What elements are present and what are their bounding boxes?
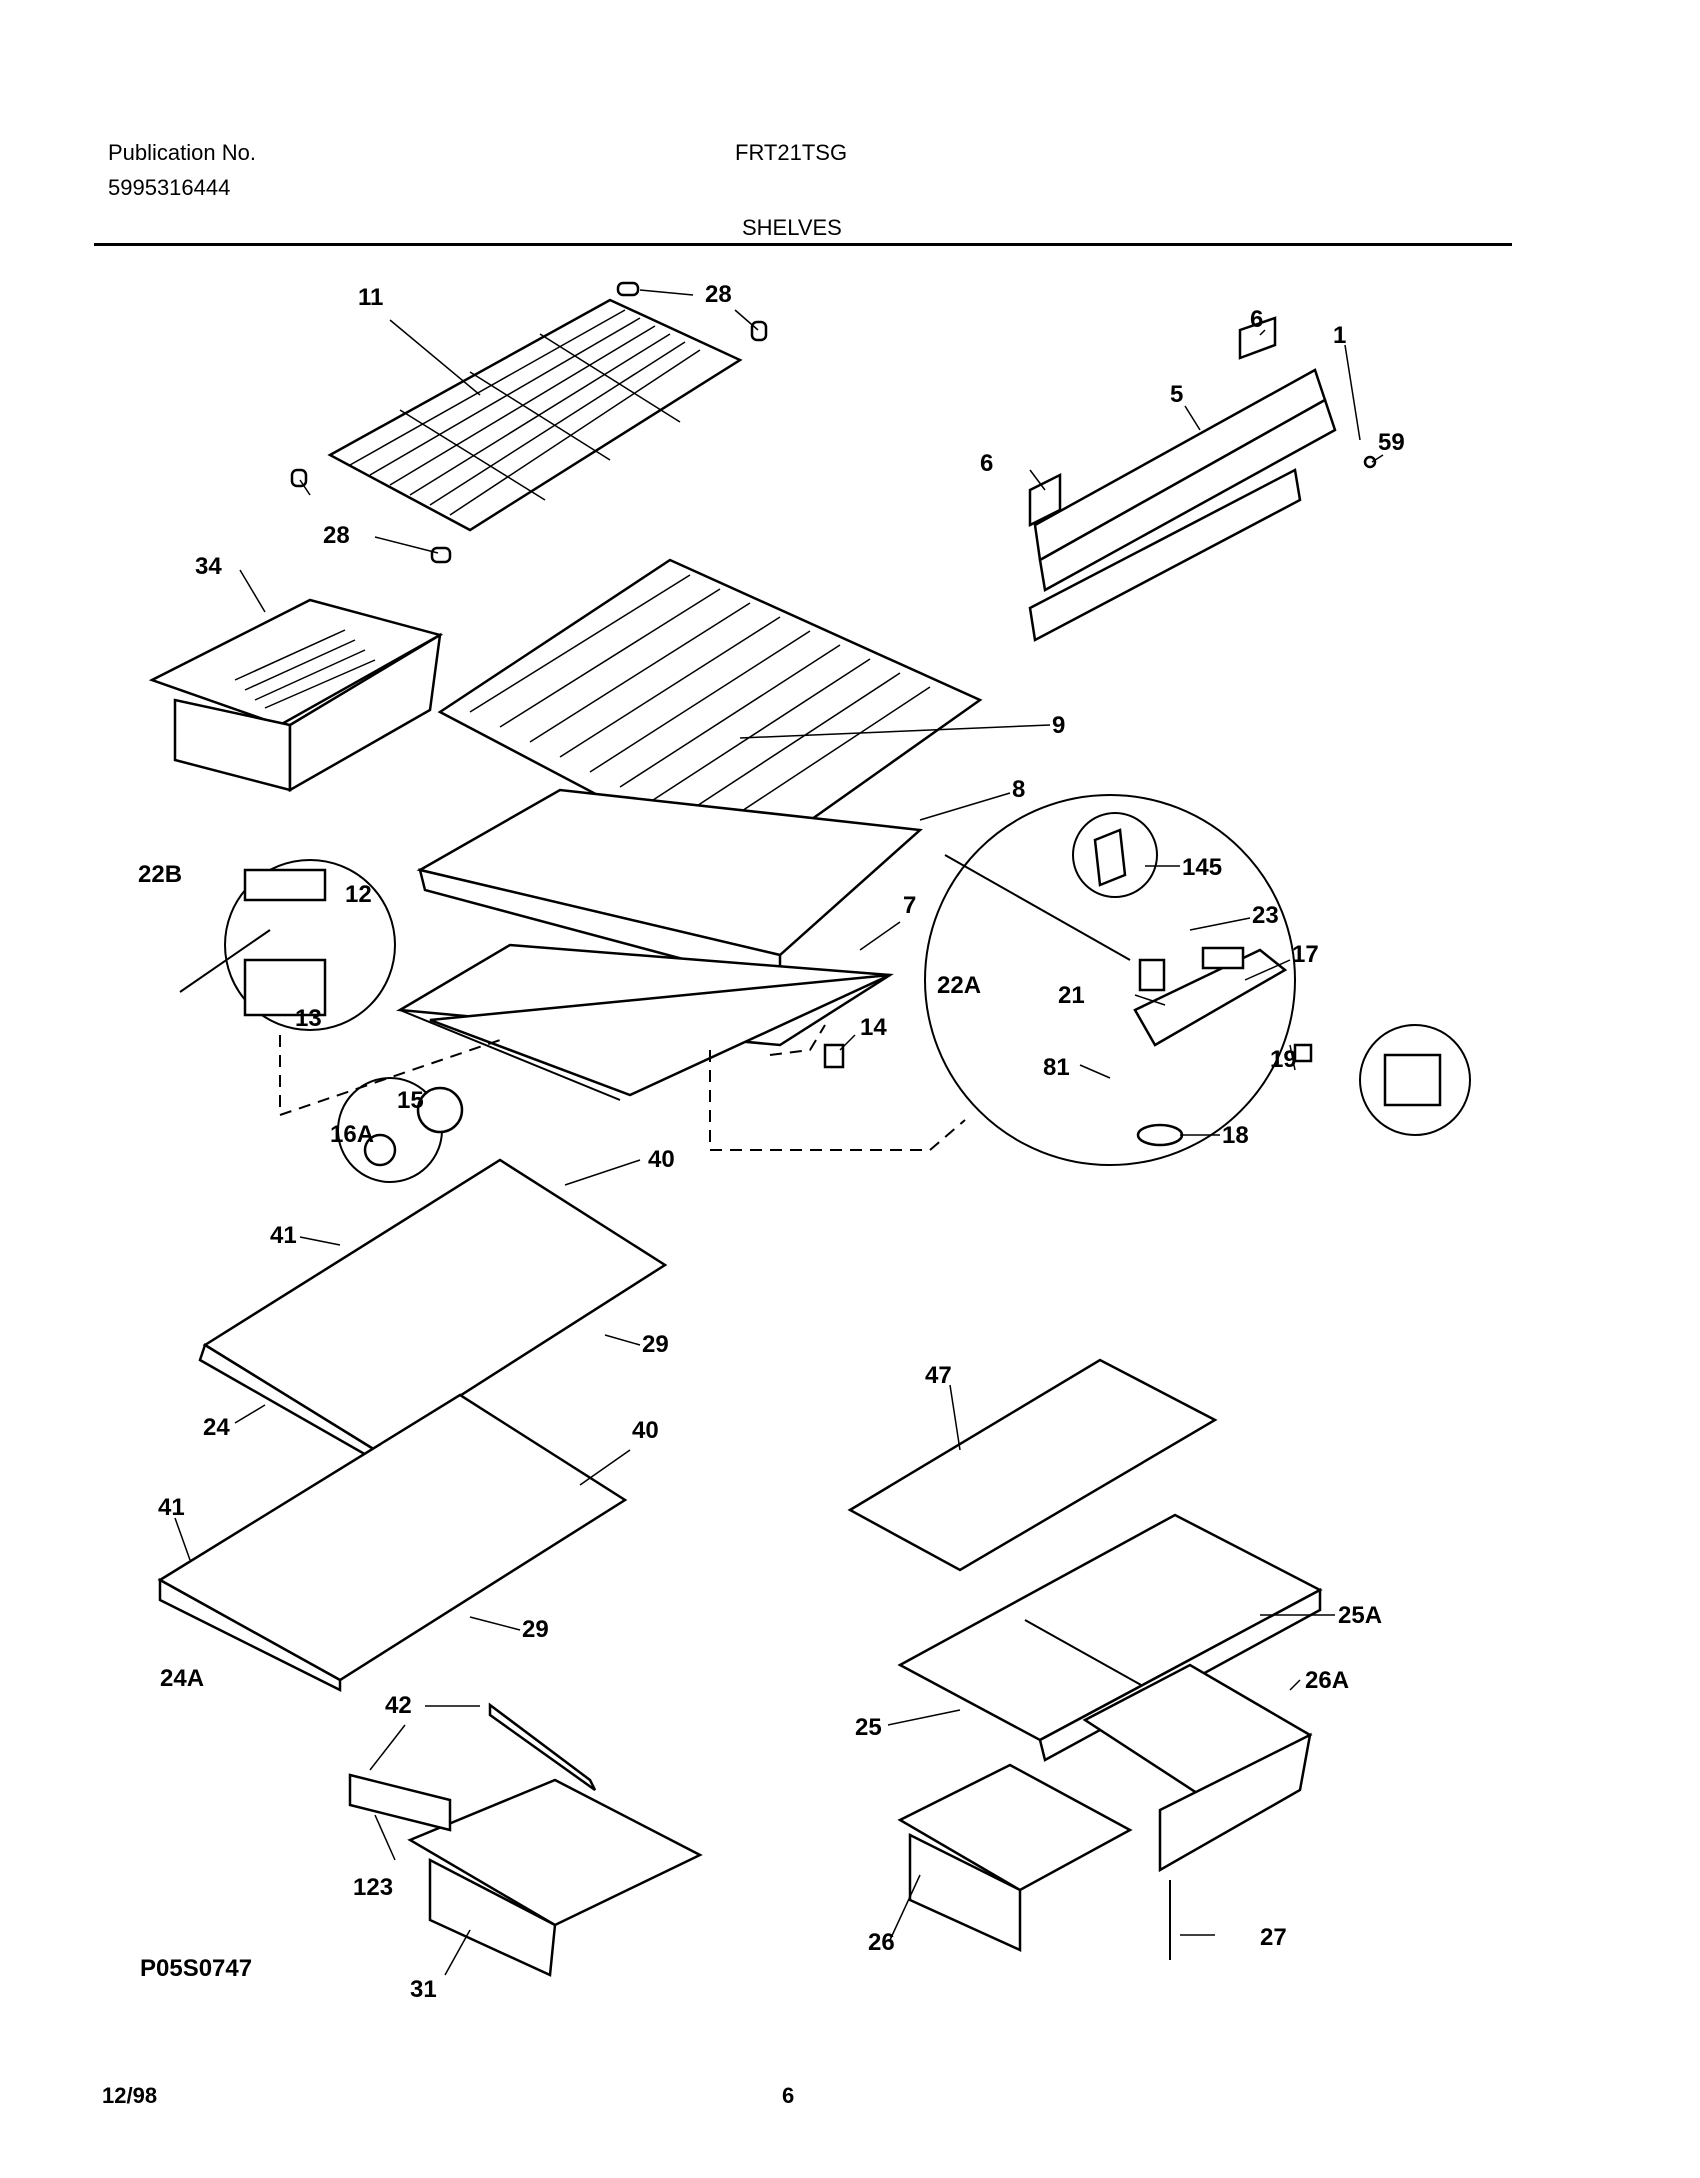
callout-7: 7 bbox=[903, 892, 916, 919]
callout-25: 25 bbox=[855, 1714, 882, 1741]
crisper-bin-part-34 bbox=[148, 598, 444, 793]
base-plate-part-7 bbox=[396, 943, 894, 1101]
callout-27: 27 bbox=[1260, 1924, 1287, 1951]
shelf-end-caps-part-28 bbox=[290, 281, 768, 564]
callout-40: 40 bbox=[648, 1146, 675, 1173]
leader-lines bbox=[174, 289, 1384, 1976]
connection-dashes bbox=[279, 1024, 966, 1151]
glass-insert-part-47 bbox=[847, 1358, 1218, 1572]
callout-13: 13 bbox=[295, 1005, 322, 1032]
glass-shelf-lower bbox=[157, 1393, 628, 1693]
callout-40: 40 bbox=[632, 1417, 659, 1444]
page-number: 6 bbox=[782, 2083, 795, 2108]
callout-31: 31 bbox=[410, 1976, 437, 2003]
glass-shelf-upper bbox=[198, 1158, 668, 1463]
header-rule bbox=[94, 243, 1512, 246]
callout-8: 8 bbox=[1012, 776, 1025, 803]
callout-24A: 24A bbox=[160, 1665, 204, 1692]
callout-5: 5 bbox=[1170, 381, 1183, 408]
callout-17: 17 bbox=[1292, 941, 1319, 968]
callout-labels: 11 28 28 6 5 1 59 6 34 9 8 7 22B 12 13 1… bbox=[138, 281, 1405, 2003]
section-title: SHELVES bbox=[742, 215, 842, 240]
callout-81: 81 bbox=[1043, 1054, 1070, 1081]
callout-1: 1 bbox=[1333, 322, 1346, 349]
callout-19: 19 bbox=[1270, 1046, 1297, 1073]
publication-number: 5995316444 bbox=[108, 175, 231, 200]
shelf-cover-part-9 bbox=[437, 558, 983, 872]
callout-41: 41 bbox=[158, 1494, 185, 1521]
callout-18: 18 bbox=[1222, 1122, 1249, 1149]
model-number: FRT21TSG bbox=[735, 140, 848, 165]
callout-145: 145 bbox=[1182, 854, 1222, 881]
callout-123: 123 bbox=[353, 1874, 393, 1901]
callout-42: 42 bbox=[385, 1692, 412, 1719]
callout-11: 11 bbox=[358, 284, 383, 311]
callout-25A: 25A bbox=[1338, 1602, 1382, 1629]
callout-9: 9 bbox=[1052, 712, 1065, 739]
callout-21: 21 bbox=[1058, 982, 1085, 1009]
callout-23: 23 bbox=[1252, 902, 1279, 929]
callout-26: 26 bbox=[868, 1929, 895, 1956]
callout-24: 24 bbox=[203, 1414, 230, 1441]
revision-date: 12/98 bbox=[102, 2083, 158, 2108]
callout-29: 29 bbox=[642, 1331, 669, 1358]
callout-28: 28 bbox=[705, 281, 732, 308]
callout-14: 14 bbox=[860, 1014, 887, 1041]
callout-6: 6 bbox=[1250, 306, 1263, 333]
crisper-drawer-part-26A bbox=[1082, 1663, 1313, 1873]
meat-drawer-part-31 bbox=[348, 1702, 703, 1977]
light-bulb-circle bbox=[337, 1077, 464, 1183]
callout-59: 59 bbox=[1378, 429, 1405, 456]
callout-34: 34 bbox=[195, 553, 222, 580]
callout-26A: 26A bbox=[1305, 1667, 1349, 1694]
callout-41: 41 bbox=[270, 1222, 297, 1249]
callout-29: 29 bbox=[522, 1616, 549, 1643]
diagram-code: P05S0747 bbox=[140, 1955, 253, 1982]
detail-circle-controls bbox=[823, 794, 1471, 1166]
callout-22A: 22A bbox=[937, 972, 981, 999]
callout-16A: 16A bbox=[330, 1121, 374, 1148]
callout-22B: 22B bbox=[138, 861, 182, 888]
detail-circle-thermostat bbox=[179, 859, 396, 1031]
callout-6: 6 bbox=[980, 450, 993, 477]
wire-shelf-part-11 bbox=[327, 298, 743, 532]
callout-15: 15 bbox=[397, 1087, 424, 1114]
callout-12: 12 bbox=[345, 881, 372, 908]
callout-47: 47 bbox=[925, 1362, 952, 1389]
crisper-drawer-part-26 bbox=[897, 1763, 1133, 1952]
rail-assembly-parts-1-5-6 bbox=[1028, 316, 1377, 642]
callout-28: 28 bbox=[323, 522, 350, 549]
publication-label: Publication No. bbox=[108, 140, 256, 165]
